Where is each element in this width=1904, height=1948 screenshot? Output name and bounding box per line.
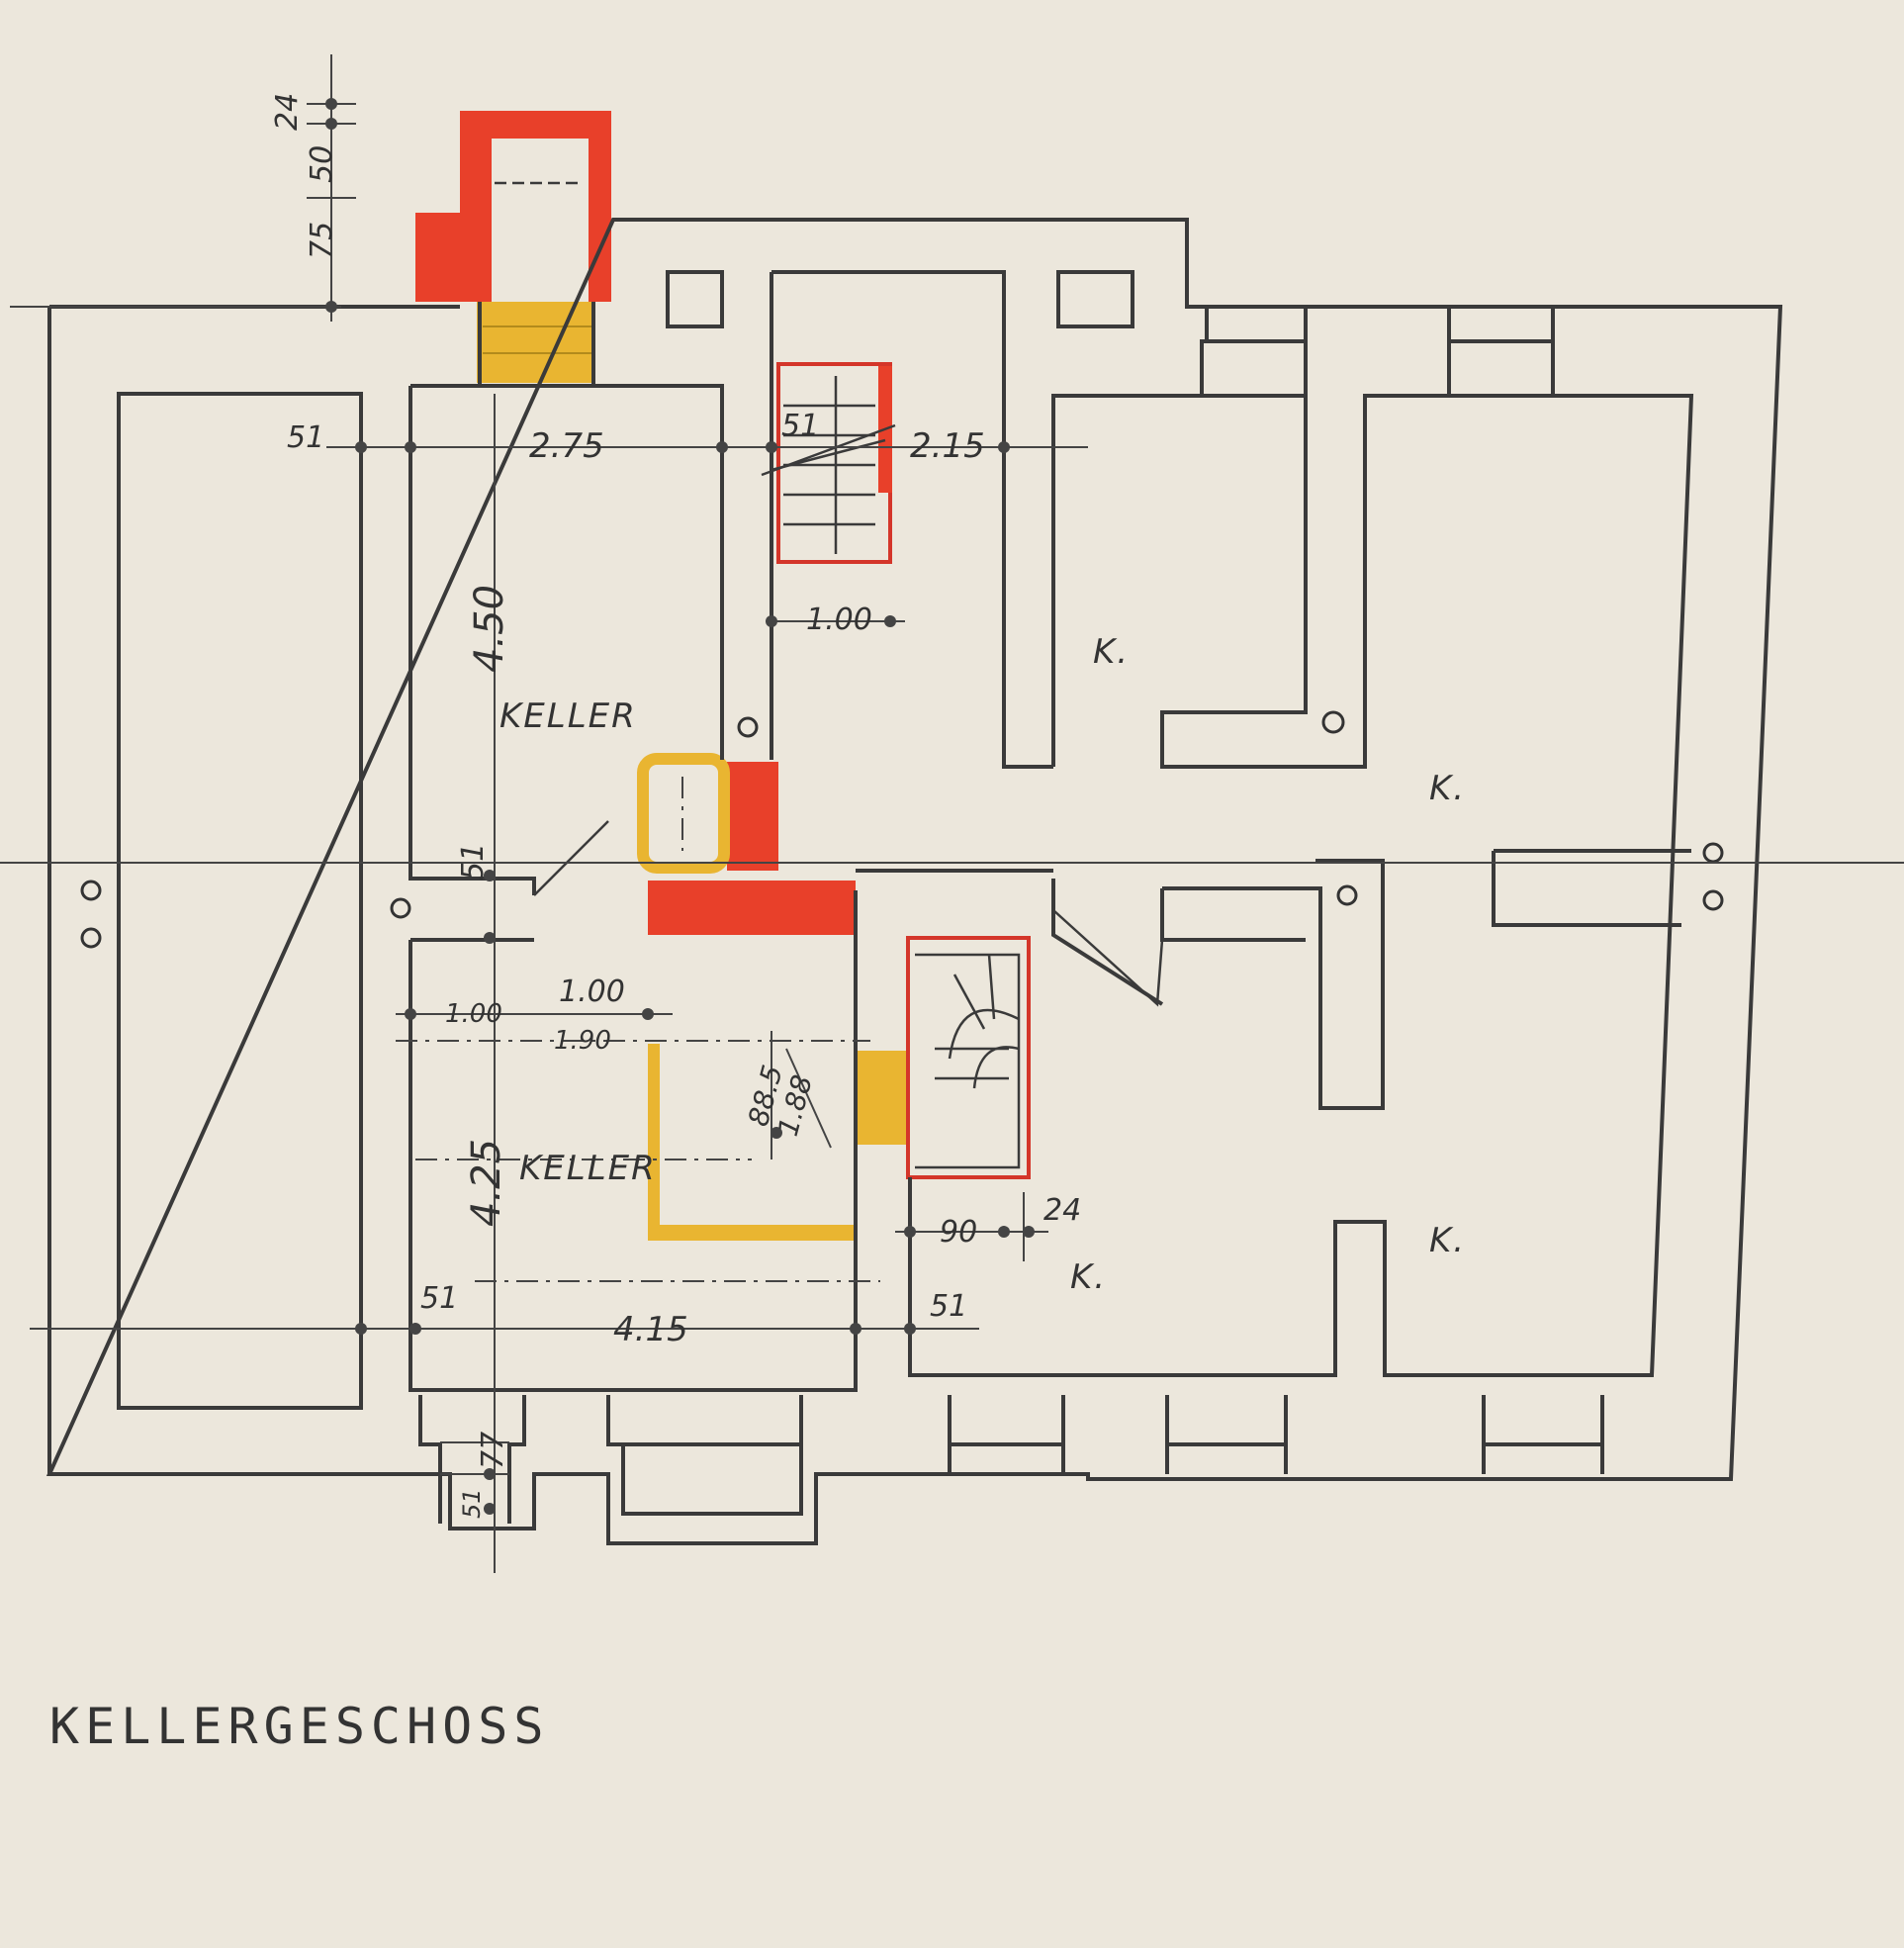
dim-4-25: 4.25 bbox=[464, 1139, 509, 1227]
room-keller-upper: KELLER bbox=[499, 696, 637, 736]
dim-51-mid: 51 bbox=[456, 843, 491, 881]
dim-1-90: 1.90 bbox=[554, 1026, 611, 1056]
outer-walls bbox=[45, 218, 1783, 1545]
dim-51-bl: 51 bbox=[420, 1281, 458, 1316]
inner-walls bbox=[117, 270, 1694, 1410]
room-k-right: K. bbox=[1429, 769, 1466, 808]
dim-24-top: 24 bbox=[270, 93, 305, 131]
dim-50-top: 50 bbox=[305, 145, 339, 183]
yellow-oven bbox=[637, 753, 908, 1241]
dim-51-stair: 51 bbox=[781, 409, 819, 443]
dim-4-15: 4.15 bbox=[613, 1310, 688, 1349]
stair-upper bbox=[761, 376, 896, 554]
dim-24-b: 24 bbox=[1043, 1193, 1081, 1228]
dimension-lines bbox=[0, 54, 1904, 1573]
dim-51-left: 51 bbox=[287, 420, 324, 455]
dim-51-bot: 51 bbox=[458, 1488, 486, 1519]
plan-title: KELLERGESCHOSS bbox=[49, 1698, 549, 1755]
room-k-bottom-mid: K. bbox=[1070, 1257, 1107, 1297]
yellow-chimney-base bbox=[477, 302, 595, 383]
dim-1-00-b: 1.00 bbox=[445, 999, 502, 1029]
dim-77: 77 bbox=[476, 1432, 510, 1469]
circle-symbols bbox=[80, 710, 1724, 949]
dim-1-00-stair: 1.00 bbox=[806, 603, 872, 637]
red-stair-outlines bbox=[776, 362, 1031, 1179]
dim-1-00-a: 1.00 bbox=[559, 974, 625, 1009]
red-chimney-mid bbox=[648, 762, 856, 935]
room-k-bottom-right: K. bbox=[1429, 1221, 1466, 1260]
top-details bbox=[495, 181, 1555, 396]
red-chimney bbox=[415, 111, 611, 302]
room-keller-lower: KELLER bbox=[519, 1149, 657, 1188]
bottom-details bbox=[418, 1395, 1604, 1524]
dim-51-br: 51 bbox=[930, 1289, 967, 1324]
room-k-top: K. bbox=[1093, 632, 1130, 672]
dim-4-50: 4.50 bbox=[467, 585, 512, 673]
dim-90: 90 bbox=[940, 1215, 977, 1250]
stair-lower bbox=[915, 953, 1021, 1169]
dim-2-75: 2.75 bbox=[529, 426, 604, 466]
dim-2-15: 2.15 bbox=[910, 426, 985, 466]
dimension-dots bbox=[325, 98, 1035, 1515]
dim-75-top: 75 bbox=[305, 222, 339, 259]
